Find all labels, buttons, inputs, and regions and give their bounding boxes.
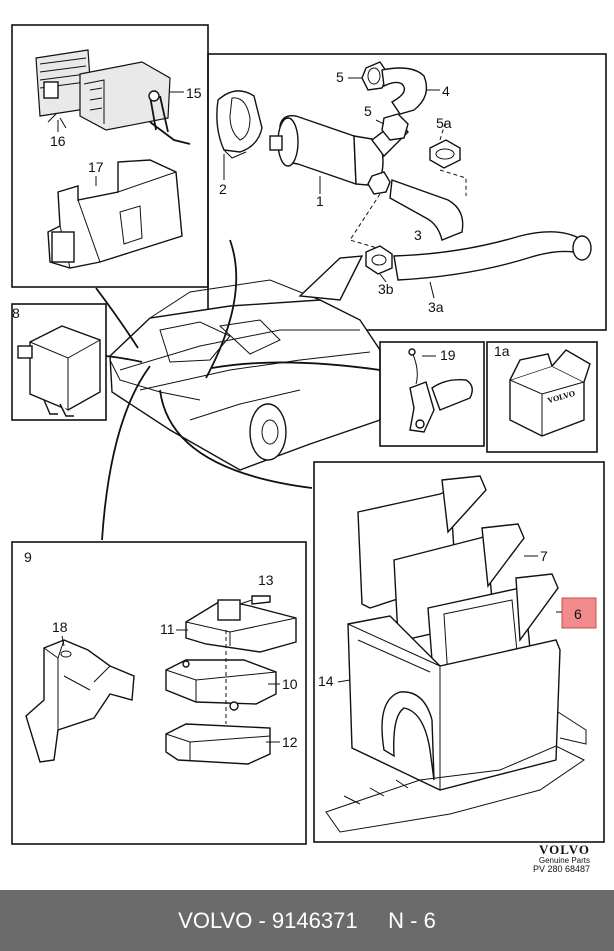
callout-labels: 15 16 17 5 4 5 5a 2 1 3 3b 3a 8 19 1a 9 … <box>12 69 582 750</box>
panel-sensor-19 <box>379 341 485 447</box>
label-3a: 3a <box>428 299 444 315</box>
label-18: 18 <box>52 619 68 635</box>
footer-position: N - 6 <box>388 907 436 933</box>
label-5-mid: 5 <box>364 103 372 119</box>
label-14: 14 <box>318 673 334 689</box>
label-1: 1 <box>316 193 324 209</box>
label-3: 3 <box>414 227 422 243</box>
footer-brand: VOLVO <box>178 907 253 933</box>
label-11: 11 <box>160 621 175 637</box>
label-2: 2 <box>219 181 227 197</box>
label-19: 19 <box>440 347 456 363</box>
parts-diagram: VOLVO <box>11 24 607 845</box>
label-1a: 1a <box>494 343 510 359</box>
brand-block: VOLVO Genuine Parts PV 280 68487 <box>533 843 590 874</box>
panel-box-1a: VOLVO <box>486 341 598 453</box>
panel-relay-8 <box>11 303 107 421</box>
label-12: 12 <box>282 734 298 750</box>
brand-subtitle: Genuine Parts <box>538 855 590 865</box>
label-6: 6 <box>574 606 582 622</box>
panel-idle-valve <box>207 53 607 331</box>
label-17: 17 <box>88 159 104 175</box>
panel-relay-holder <box>313 461 605 843</box>
label-10: 10 <box>282 676 298 692</box>
label-15: 15 <box>186 85 202 101</box>
label-8: 8 <box>12 305 20 321</box>
label-4: 4 <box>442 83 450 99</box>
car-illustration <box>109 255 381 471</box>
panel-9 <box>11 541 307 845</box>
label-16: 16 <box>50 133 66 149</box>
label-5-top: 5 <box>336 69 344 85</box>
highlight-6 <box>561 597 597 629</box>
label-3b: 3b <box>378 281 394 297</box>
brand-code: PV 280 68487 <box>532 864 590 875</box>
panel-relays-top-left <box>11 24 209 288</box>
label-13: 13 <box>258 572 274 588</box>
label-5a: 5a <box>436 115 452 131</box>
footer-gap <box>358 908 389 934</box>
footer-bar: VOLVO - 9146371 N - 6 <box>0 890 614 951</box>
label-7: 7 <box>540 548 548 564</box>
brand-name: VOLVO <box>539 842 590 857</box>
leader-lines <box>95 239 381 541</box>
footer-part-number: 9146371 <box>271 907 358 933</box>
label-9: 9 <box>24 549 32 565</box>
footer-separator: - <box>252 907 272 933</box>
